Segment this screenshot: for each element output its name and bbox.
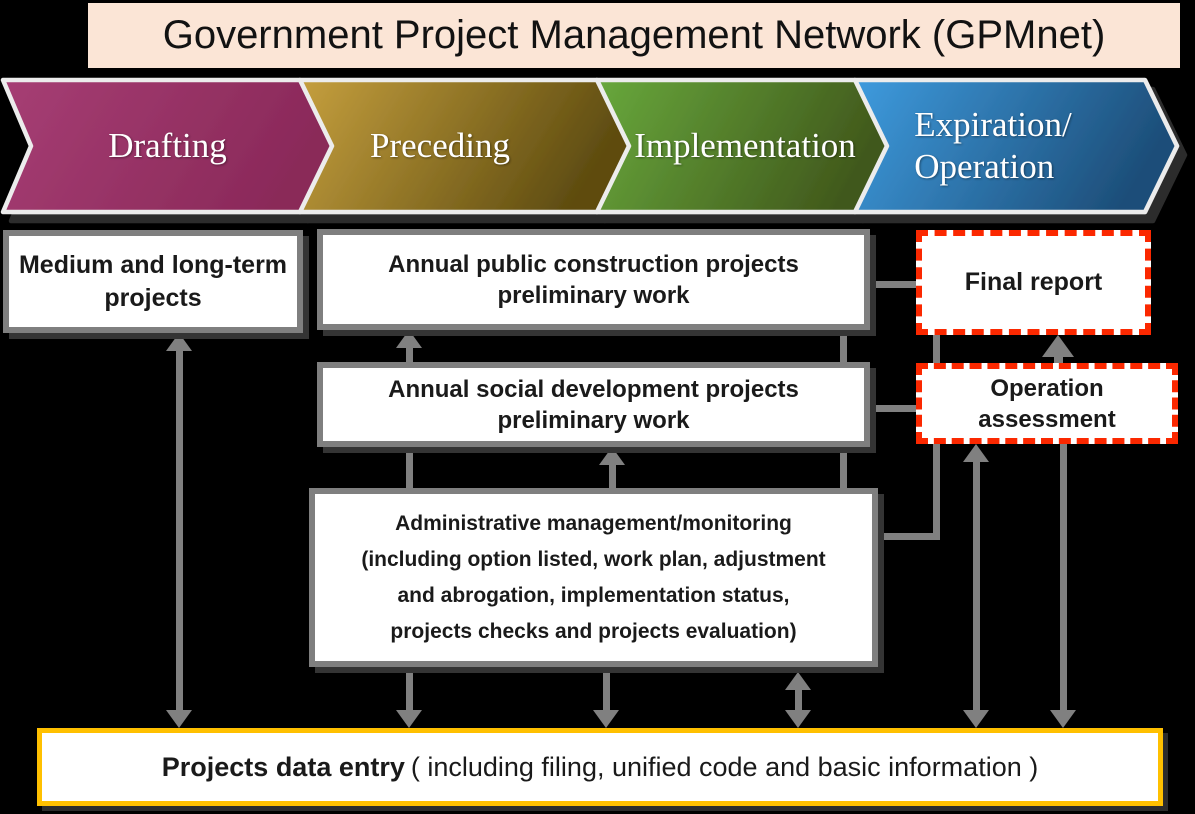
connector-operation-to-final-shaft — [1054, 355, 1063, 363]
connector-operation-to-dataentry-shaft — [1060, 444, 1067, 712]
arrowhead-up-into-medium-box — [166, 333, 192, 351]
stage-chevron-drafting — [0, 77, 335, 215]
connector-admin-to-dataentry-2-shaft — [603, 667, 610, 712]
arrowhead-up-into-operation-box — [963, 444, 989, 462]
data-entry-detail: ( including filing, unified code and bas… — [410, 751, 1039, 782]
connector-public-to-final-line — [870, 281, 916, 288]
connector-medium-to-dataentry-shaft — [176, 349, 183, 712]
box-annual-social-development: Annual social development projects preli… — [317, 362, 870, 447]
stage-label-implementation: Implementation — [610, 120, 880, 172]
connector-admin-to-final-horizontal — [878, 533, 940, 540]
arrowhead-down-into-dataentry-3 — [593, 710, 619, 728]
stage-label-drafting: Drafting — [25, 120, 310, 172]
arrowhead-up-into-admin-box — [785, 672, 811, 690]
box-annual-public-construction: Annual public construction projects prel… — [317, 229, 870, 330]
stage-label-preceding: Preceding — [300, 120, 580, 172]
arrowhead-down-into-dataentry-5 — [963, 710, 989, 728]
stage-label-text: Preceding — [370, 126, 510, 165]
stage-label-text: Expiration/ — [914, 105, 1072, 144]
box-final-report: Final report — [916, 230, 1151, 335]
process-stage-band — [0, 77, 1180, 215]
arrowhead-up-into-public-box — [396, 330, 422, 348]
connector-admin-dataentry-double-shaft — [795, 688, 802, 712]
stage-label-text: Drafting — [108, 126, 227, 165]
box-medium-long-term: Medium and long-term projects — [3, 230, 303, 333]
arrowhead-down-into-dataentry-2 — [396, 710, 422, 728]
data-entry-title: Projects data entry — [161, 751, 405, 782]
connector-social-to-operation-line — [870, 405, 916, 412]
connector-operation-dataentry-double-shaft — [973, 460, 980, 712]
arrowhead-up-into-social-box — [599, 447, 625, 465]
stage-label-expiration-operation: Expiration/Operation — [914, 105, 1072, 186]
arrowhead-up-into-final-report — [1042, 335, 1074, 357]
arrowhead-down-into-dataentry-left — [166, 710, 192, 728]
arrowhead-down-into-dataentry-4 — [785, 710, 811, 728]
diagram-title: Government Project Management Network (G… — [162, 13, 1106, 57]
box-administrative-monitoring: Administrative management/monitoring (in… — [309, 488, 878, 667]
connector-admin-to-social-shaft — [609, 463, 616, 488]
stage-label-text: Implementation — [634, 126, 856, 165]
bar-projects-data-entry: Projects data entry ( including filing, … — [37, 728, 1163, 806]
box-operation-assessment: Operation assessment — [916, 363, 1178, 444]
diagram-title-banner: Government Project Management Network (G… — [88, 3, 1180, 68]
arrowhead-down-into-dataentry-6 — [1050, 710, 1076, 728]
connector-admin-to-dataentry-1-shaft — [406, 667, 413, 712]
